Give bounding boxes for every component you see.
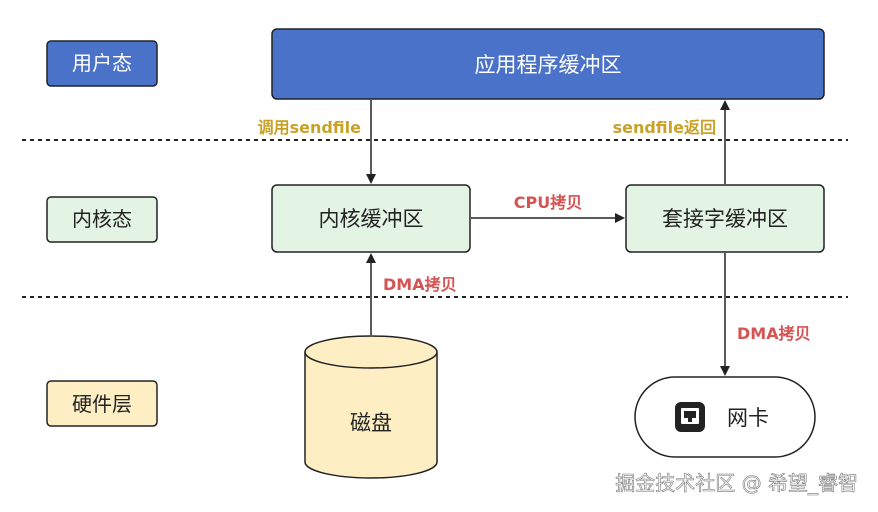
edge-label-cpu-copy: CPU拷贝 [514,193,582,212]
layer-label-kernel: 内核态 [46,196,158,243]
disk-node: 磁盘 [304,335,438,479]
nic-label: 网卡 [727,406,769,430]
edge-label-call-sendfile: 调用sendfile [258,118,362,137]
kernel-buffer-node: 内核缓冲区 [271,184,471,253]
edge-label-sendfile-return: sendfile返回 [613,118,716,137]
network-port-icon [675,402,705,432]
socket-buffer-label: 套接字缓冲区 [662,207,788,231]
app-buffer-node: 应用程序缓冲区 [271,28,825,100]
layer-label-kernel-text: 内核态 [72,207,132,231]
edge-label-dma-copy-out: DMA拷贝 [737,324,811,343]
watermark-text: 掘金技术社区 @ 希望_睿智 [615,471,858,495]
nic-node: 网卡 [634,376,816,458]
kernel-buffer-label: 内核缓冲区 [319,207,424,231]
app-buffer-label: 应用程序缓冲区 [475,53,622,77]
layer-label-user-text: 用户态 [72,51,132,75]
layer-label-hardware-text: 硬件层 [72,392,132,416]
disk-label: 磁盘 [350,411,392,435]
socket-buffer-node: 套接字缓冲区 [625,184,825,253]
layer-label-user: 用户态 [46,40,158,87]
layer-label-hardware: 硬件层 [46,380,158,427]
edge-label-dma-copy-in: DMA拷贝 [383,275,457,294]
